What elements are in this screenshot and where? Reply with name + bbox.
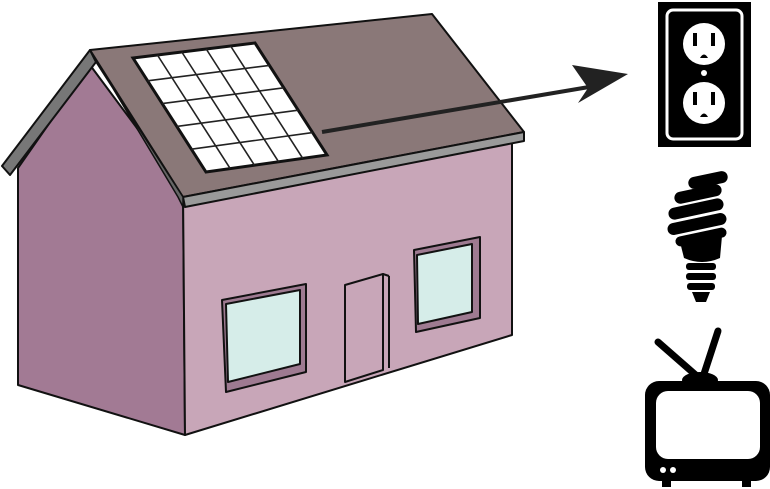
door	[344, 273, 384, 383]
energy-arrow-head	[572, 65, 628, 103]
cfl-bulb-icon	[667, 171, 728, 302]
roof-ridge-strip	[89, 49, 184, 208]
roof-fascia	[182, 131, 525, 208]
solar-panel-column-divider	[229, 45, 304, 159]
solar-panel-row-divider	[147, 64, 270, 82]
energy-arrow	[321, 65, 628, 134]
solar-panel	[130, 41, 330, 174]
solar-panel-column-divider	[156, 54, 231, 170]
solar-panel-row-divider	[176, 109, 299, 128]
solar-panel-column-divider	[181, 51, 256, 166]
outlet-icon	[658, 2, 751, 147]
solar-panel-column-divider	[205, 48, 280, 163]
solar-panel-row-divider	[162, 87, 284, 105]
energy-arrow-shaft	[321, 84, 596, 134]
left-window-glass	[225, 289, 301, 383]
solar-panel-grid	[147, 45, 313, 170]
solar-panel-frame	[130, 41, 330, 174]
solar-panel-row-divider	[191, 131, 313, 150]
tv-icon	[645, 327, 770, 487]
right-window-glass	[416, 243, 473, 325]
